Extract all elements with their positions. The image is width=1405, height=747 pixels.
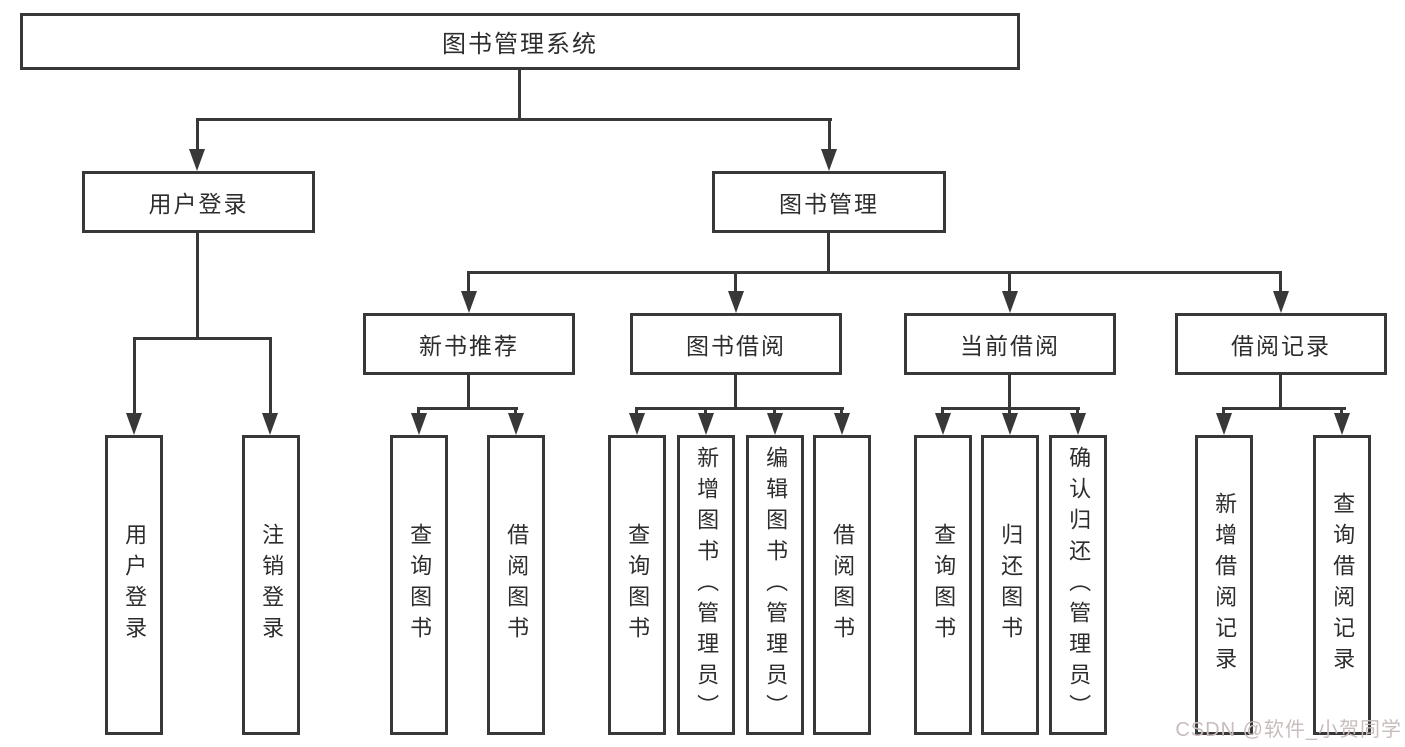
leaf-logout: 注销登录 — [242, 435, 300, 735]
leaf-borrow-add-books-admin: 新增图书（管理员） — [677, 435, 735, 735]
leaf-current-query-books: 查询图书 — [914, 435, 972, 735]
connector-line — [827, 233, 830, 271]
node-book-borrow-label: 图书借阅 — [686, 333, 786, 359]
arrow-down-icon — [821, 149, 837, 171]
leaf-borrow-borrow-books-label: 借阅图书 — [830, 523, 856, 647]
csdn-watermark: CSDN @软件_小贺同学 — [1175, 719, 1402, 741]
arrow-down-icon — [262, 413, 278, 435]
leaf-user-login: 用户登录 — [105, 435, 163, 735]
connector-line — [133, 340, 136, 413]
leaf-borrow-query-books: 查询图书 — [608, 435, 666, 735]
leaf-logout-label: 注销登录 — [259, 523, 285, 647]
leaf-records-query-record-label: 查询借阅记录 — [1330, 492, 1356, 678]
leaf-borrow-edit-books-admin-label: 编辑图书（管理员） — [763, 445, 789, 725]
leaf-current-confirm-return-admin: 确认归还（管理员） — [1049, 435, 1107, 735]
connector-line — [734, 375, 737, 407]
leaf-records-add-record-label: 新增借阅记录 — [1212, 492, 1238, 678]
node-current-borrow: 当前借阅 — [904, 313, 1116, 375]
leaf-newbook-borrow-books: 借阅图书 — [487, 435, 545, 735]
node-user-login-label: 用户登录 — [148, 191, 249, 217]
connector-line — [514, 407, 517, 413]
connector-line — [196, 121, 199, 149]
connector-line — [1008, 375, 1011, 407]
connector-line — [1279, 375, 1282, 407]
connector-line — [941, 407, 944, 413]
connector-line — [467, 271, 1282, 274]
arrow-down-icon — [126, 413, 142, 435]
node-borrow-records-label: 借阅记录 — [1231, 333, 1331, 359]
node-book-management: 图书管理 — [712, 171, 946, 233]
node-new-book-recommend: 新书推荐 — [363, 313, 575, 375]
node-borrow-records: 借阅记录 — [1175, 313, 1387, 375]
leaf-records-query-record: 查询借阅记录 — [1313, 435, 1371, 735]
arrow-down-icon — [935, 413, 951, 435]
arrow-down-icon — [461, 291, 477, 313]
node-current-borrow-label: 当前借阅 — [960, 333, 1060, 359]
arrow-down-icon — [189, 149, 205, 171]
connector-line — [635, 407, 844, 410]
connector-line — [1076, 407, 1079, 413]
connector-line — [417, 407, 518, 410]
arrow-down-icon — [1002, 413, 1018, 435]
leaf-records-add-record: 新增借阅记录 — [1195, 435, 1253, 735]
connector-line — [1222, 407, 1225, 413]
connector-line — [196, 118, 832, 121]
connector-line — [417, 407, 420, 413]
node-user-login: 用户登录 — [82, 171, 315, 233]
connector-line — [1340, 407, 1343, 413]
connector-line — [133, 337, 272, 340]
arrow-down-icon — [1002, 291, 1018, 313]
leaf-newbook-query-books: 查询图书 — [390, 435, 448, 735]
leaf-current-confirm-return-admin-label: 确认归还（管理员） — [1066, 445, 1092, 725]
connector-line — [467, 375, 470, 407]
connector-line — [773, 407, 776, 413]
arrow-down-icon — [508, 413, 524, 435]
arrow-down-icon — [767, 413, 783, 435]
leaf-borrow-borrow-books: 借阅图书 — [813, 435, 871, 735]
connector-line — [196, 233, 199, 337]
arrow-down-icon — [1216, 413, 1232, 435]
connector-line — [840, 407, 843, 413]
connector-line — [1008, 274, 1011, 291]
leaf-borrow-edit-books-admin: 编辑图书（管理员） — [746, 435, 804, 735]
arrow-down-icon — [1070, 413, 1086, 435]
arrow-down-icon — [1334, 413, 1350, 435]
connector-line — [1008, 407, 1011, 413]
leaf-borrow-add-books-admin-label: 新增图书（管理员） — [694, 445, 720, 725]
connector-line — [269, 340, 272, 413]
arrow-down-icon — [1273, 291, 1289, 313]
leaf-newbook-query-books-label: 查询图书 — [407, 523, 433, 647]
arrow-down-icon — [411, 413, 427, 435]
leaf-borrow-query-books-label: 查询图书 — [625, 523, 651, 647]
node-book-borrow: 图书借阅 — [630, 313, 842, 375]
leaf-newbook-borrow-books-label: 借阅图书 — [504, 523, 530, 647]
connector-line — [1279, 274, 1282, 291]
node-book-management-label: 图书管理 — [779, 191, 879, 217]
node-new-book-recommend-label: 新书推荐 — [419, 333, 519, 359]
connector-line — [635, 407, 638, 413]
leaf-current-query-books-label: 查询图书 — [931, 523, 957, 647]
leaf-user-login-label: 用户登录 — [122, 523, 148, 647]
connector-line — [704, 407, 707, 413]
connector-line — [1222, 407, 1346, 410]
connector-line — [518, 70, 521, 118]
connector-line — [828, 121, 831, 149]
node-library-system: 图书管理系统 — [20, 13, 1020, 70]
leaf-current-return-books-label: 归还图书 — [998, 523, 1024, 647]
arrow-down-icon — [698, 413, 714, 435]
node-library-system-label: 图书管理系统 — [442, 31, 598, 58]
connector-line — [734, 274, 737, 291]
leaf-current-return-books: 归还图书 — [981, 435, 1039, 735]
arrow-down-icon — [629, 413, 645, 435]
connector-line — [467, 274, 470, 291]
arrow-down-icon — [728, 291, 744, 313]
arrow-down-icon — [834, 413, 850, 435]
